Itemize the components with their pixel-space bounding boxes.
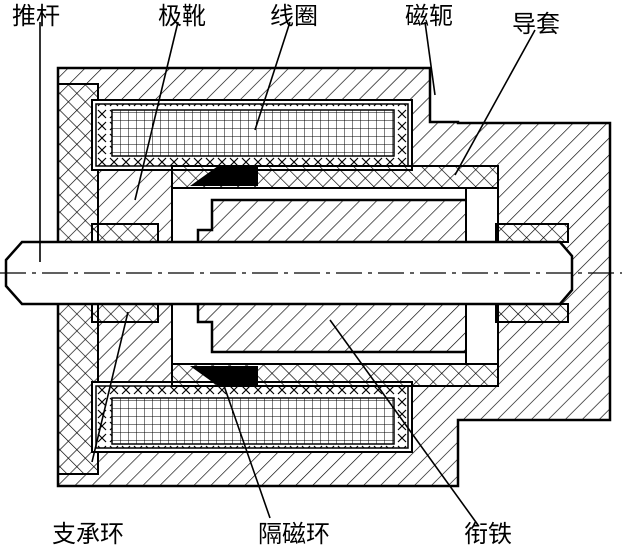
bushing-bottom — [495, 303, 569, 323]
isolation-ring-bottom — [190, 366, 258, 386]
leader-pole-shoe — [134, 21, 179, 201]
label-coil: 线圈 — [270, 2, 318, 30]
leader-guide-sleeve — [454, 29, 536, 176]
support-ring-top — [91, 223, 159, 243]
leader-support-ring — [91, 311, 129, 463]
label-push-rod: 推杆 — [12, 2, 60, 30]
label-yoke: 磁轭 — [405, 2, 453, 30]
leader-yoke — [424, 21, 436, 96]
label-guide-sleeve: 导套 — [512, 10, 560, 38]
leader-isolation-ring — [221, 379, 271, 519]
coil-winding-bottom — [111, 397, 395, 445]
support-ring-bottom — [91, 303, 159, 323]
label-magnetic-isolation-ring: 隔磁环 — [258, 520, 330, 548]
label-armature: 衔铁 — [464, 520, 512, 548]
bushing-top — [495, 223, 569, 243]
coil-winding-top — [111, 109, 395, 157]
leader-armature — [329, 319, 479, 526]
label-support-ring: 支承环 — [52, 520, 124, 548]
label-pole-shoe: 极靴 — [158, 2, 206, 30]
push-rod — [4, 240, 574, 306]
leader-coil — [254, 21, 291, 131]
isolation-ring-top — [190, 166, 258, 186]
